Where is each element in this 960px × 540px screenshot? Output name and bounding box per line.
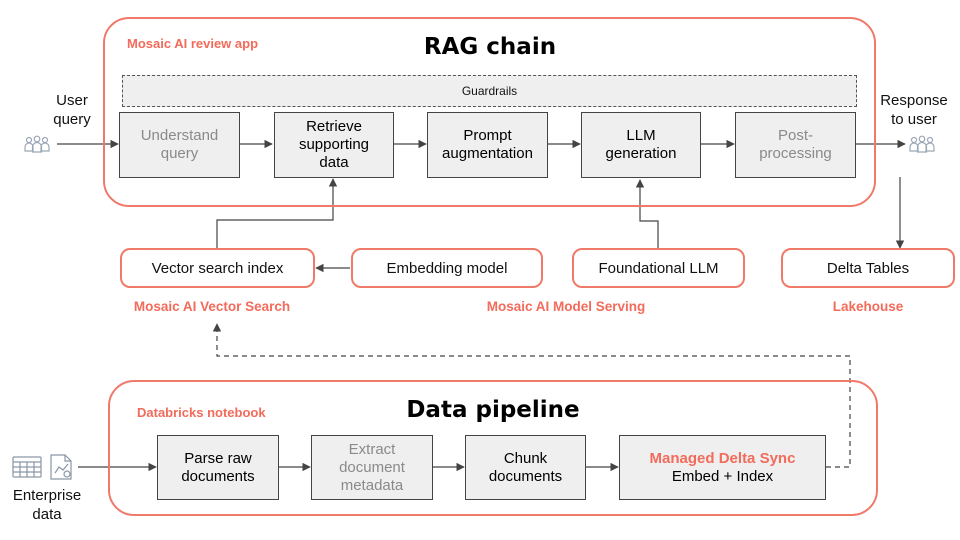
step-post-processing: Post- processing (735, 112, 856, 178)
lakehouse-label: Lakehouse (832, 299, 904, 314)
step-understand-query: Understand query (119, 112, 240, 178)
arrow-sync-to-vector-search (212, 323, 851, 468)
step-managed-delta-sync: Managed Delta Sync Embed + Index (619, 435, 826, 500)
rag-chain-title: RAG chain (423, 34, 557, 60)
rag-chain-frame (103, 17, 876, 207)
spreadsheet-icon (12, 456, 42, 478)
people-group-icon (24, 135, 50, 153)
delta-tables-box: Delta Tables (781, 248, 955, 288)
arrow-foundational-to-llm (635, 179, 659, 248)
vector-search-index-box: Vector search index (120, 248, 315, 288)
response-label: Response to user (880, 92, 948, 128)
notebook-label: Databricks notebook (137, 405, 266, 420)
data-pipeline-title: Data pipeline (406, 397, 580, 423)
step-prompt-augmentation: Prompt augmentation (427, 112, 548, 178)
people-group-icon (909, 135, 935, 153)
vector-search-label: Mosaic AI Vector Search (133, 299, 291, 314)
embedding-model-box: Embedding model (351, 248, 543, 288)
step-llm-generation: LLM generation (581, 112, 701, 178)
guardrails-band: Guardrails (122, 75, 857, 107)
step-retrieve-data: Retrieve supporting data (274, 112, 394, 178)
chart-document-icon (50, 454, 72, 480)
step-chunk-documents: Chunk documents (465, 435, 586, 500)
step-extract-metadata: Extract document metadata (311, 435, 433, 500)
user-query-label: User query (53, 92, 91, 128)
enterprise-data-label: Enterprise data (12, 487, 82, 523)
foundational-llm-box: Foundational LLM (572, 248, 745, 288)
data-pipeline-frame (108, 380, 878, 516)
review-app-label: Mosaic AI review app (127, 36, 259, 51)
arrow-index-to-retrieve (216, 178, 338, 248)
model-serving-label: Mosaic AI Model Serving (486, 299, 646, 314)
step-parse-raw: Parse raw documents (157, 435, 279, 500)
